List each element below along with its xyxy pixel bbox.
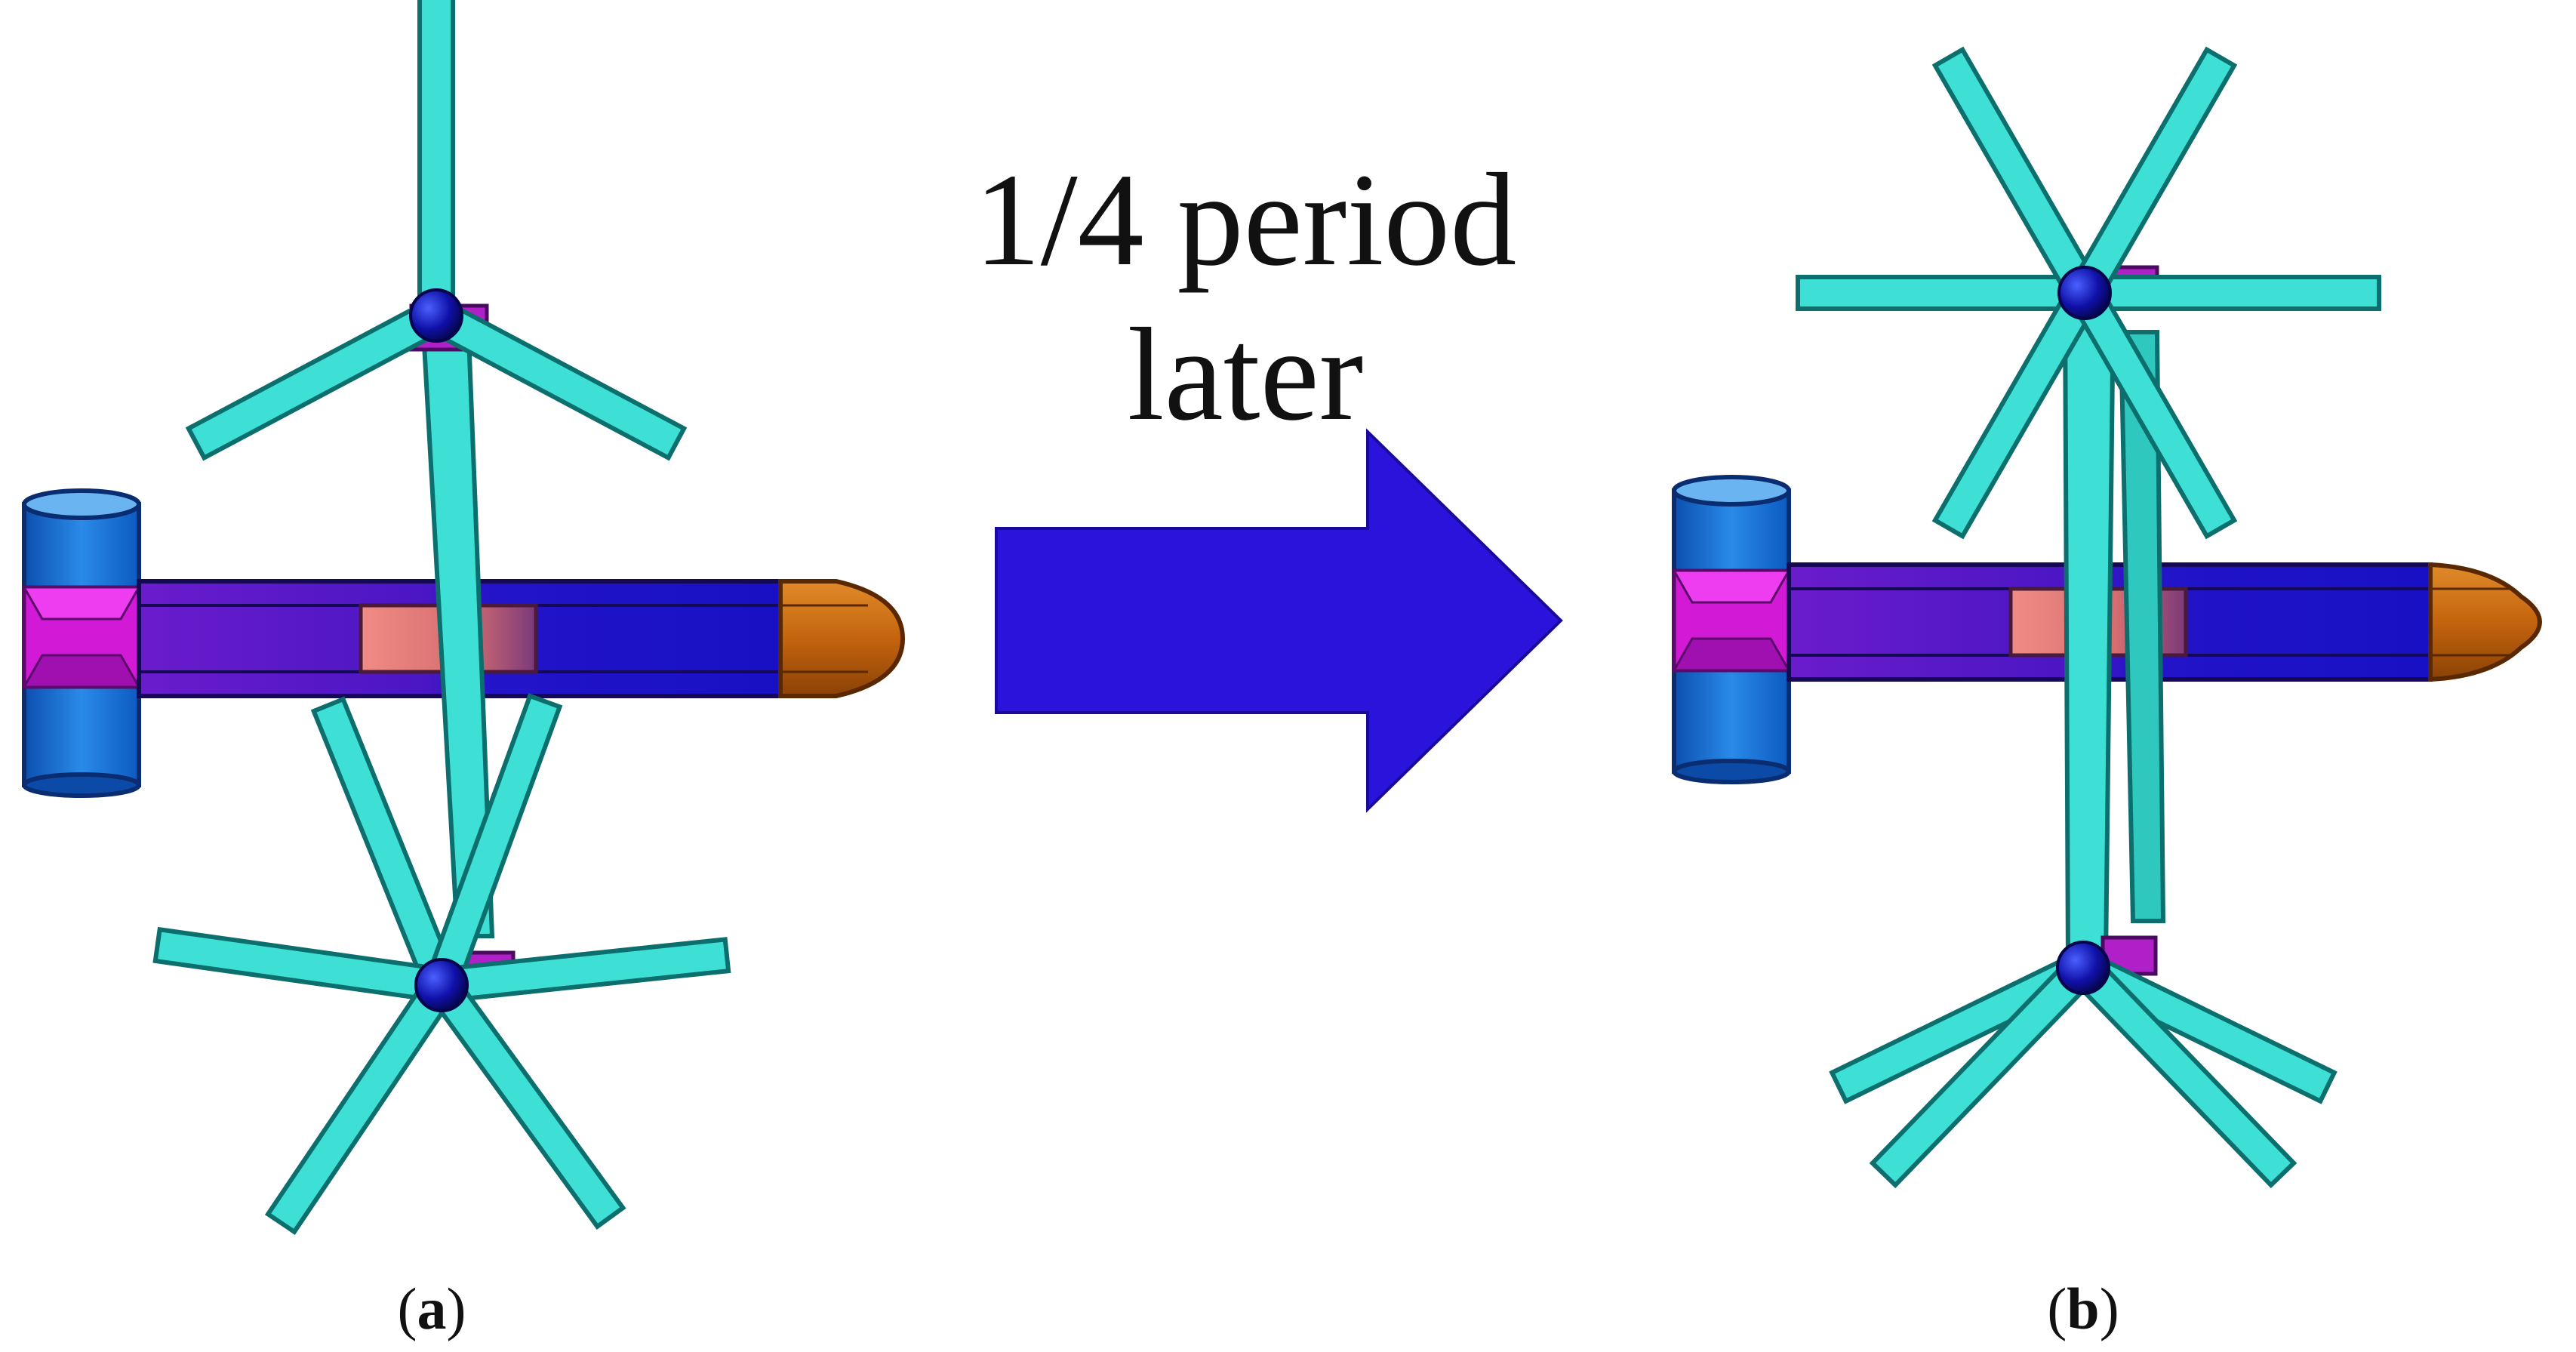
blade <box>425 972 626 1230</box>
blade <box>152 926 447 1004</box>
annotation-line2: later <box>1128 301 1364 448</box>
hub-lower-b <box>2056 941 2110 995</box>
annotation-line1: 1/4 period <box>974 146 1517 294</box>
blade <box>2067 46 2238 304</box>
blade <box>1931 46 2102 304</box>
blade <box>264 973 458 1235</box>
blade <box>2082 275 2381 311</box>
blade <box>310 696 460 994</box>
hub-upper-a <box>409 288 463 343</box>
turbine-state-a <box>22 0 906 1235</box>
panel-label-b: (b) <box>2047 1276 2119 1341</box>
upper-rotor-b <box>1796 46 2381 540</box>
blade <box>1796 275 2087 311</box>
lower-rotor-a <box>152 693 731 1235</box>
hub-lower-a <box>414 958 469 1012</box>
hub-upper-b <box>2057 266 2112 320</box>
transition-arrow <box>995 428 1563 813</box>
upper-rotor-a <box>185 0 688 461</box>
blade <box>417 0 455 318</box>
blade <box>437 937 731 1004</box>
central-shaft-b <box>2062 300 2166 961</box>
blade <box>185 297 448 461</box>
panel-label-a: (a) <box>398 1276 466 1341</box>
turbine-state-b <box>1672 46 2542 1189</box>
lower-rotor-b <box>1829 935 2337 1189</box>
